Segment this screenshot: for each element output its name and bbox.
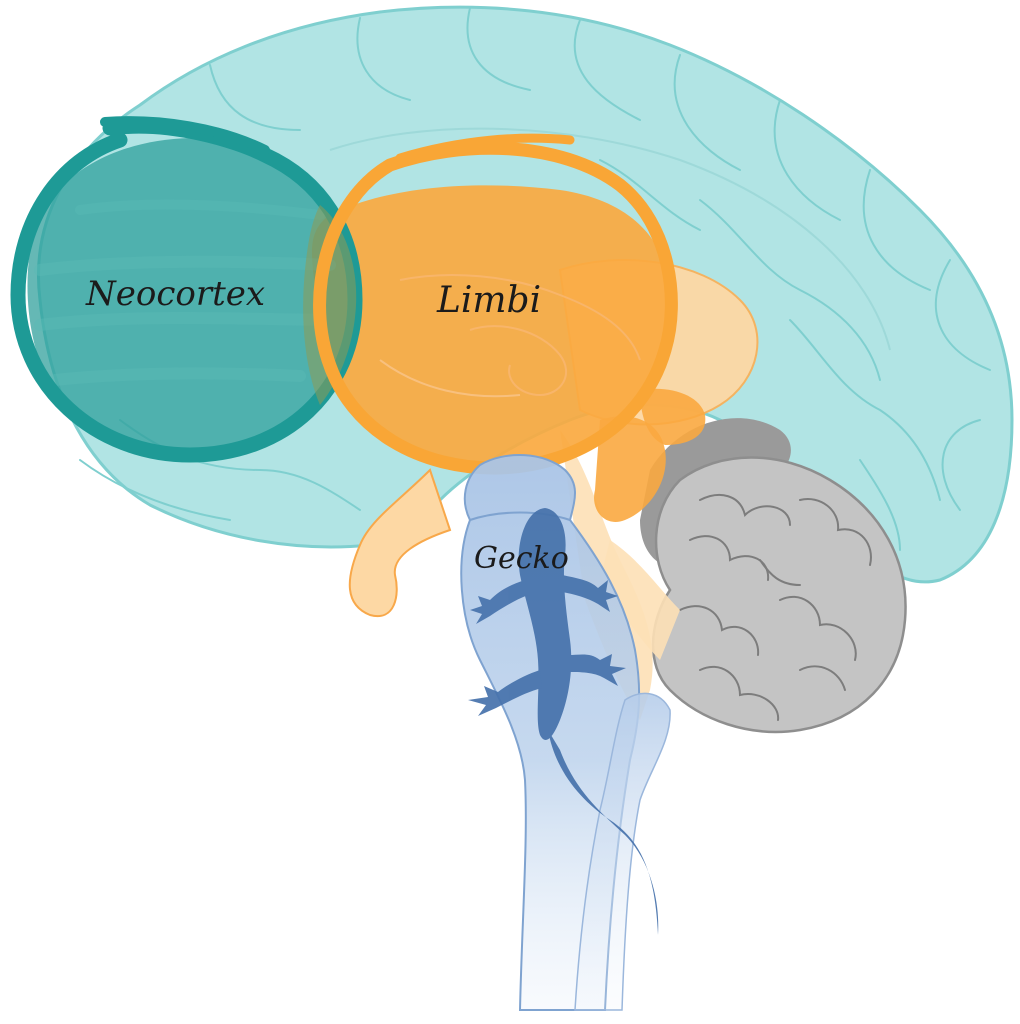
gyrus-line xyxy=(573,19,641,121)
gyrus-line xyxy=(789,319,941,501)
corpus-callosum-edge xyxy=(329,127,891,351)
neocortex-ridge xyxy=(75,199,325,220)
gyrus-line xyxy=(79,459,231,521)
brainstem-edge xyxy=(469,511,571,521)
gyrus-line xyxy=(673,54,741,171)
cerebellum-fold xyxy=(779,595,857,661)
gyrus-line xyxy=(941,419,981,511)
neocortex-ring-tail xyxy=(100,116,270,155)
neocortex-ridge xyxy=(34,311,326,331)
spinal-cord-shape xyxy=(574,692,671,1011)
limbic-detail xyxy=(379,359,521,398)
label-gecko: Gecko xyxy=(474,541,569,576)
neocortex-ridge xyxy=(34,255,336,276)
cerebellum-fold xyxy=(699,665,780,721)
gyrus-line xyxy=(356,17,411,101)
label-neocortex: Neocortex xyxy=(85,274,265,314)
gyrus-line xyxy=(859,459,901,551)
limbic-detail xyxy=(469,325,567,397)
cerebellum-fold xyxy=(759,559,801,586)
cerebellum-fold xyxy=(799,665,846,691)
gyrus-line xyxy=(862,169,931,291)
limbic-lower-lobe xyxy=(594,416,666,522)
limbic-detail xyxy=(399,274,641,361)
neocortex-fill xyxy=(27,137,357,460)
gecko-icon xyxy=(468,508,659,935)
brainstem xyxy=(460,454,671,1011)
gyrus-line xyxy=(934,259,991,371)
label-limbi: Limbi xyxy=(436,280,541,321)
cerebellum-fold xyxy=(799,498,872,566)
limbic-ring-group xyxy=(313,133,678,475)
gyrus-line xyxy=(599,159,701,231)
gyrus-line xyxy=(466,7,531,91)
midbrain-light xyxy=(600,540,680,660)
limbic-system xyxy=(311,185,706,522)
limbic-lower-lobe xyxy=(640,388,706,445)
gyrus-line xyxy=(699,199,881,381)
hypothalamus-light xyxy=(348,468,452,618)
overlap-region xyxy=(303,205,357,405)
neocortex-region xyxy=(10,116,363,463)
cerebellum-fold xyxy=(679,605,760,656)
cerebellum xyxy=(640,418,907,734)
gyrus-line xyxy=(773,99,841,221)
neocortex-ridge xyxy=(49,367,306,386)
limbic-ring-tail xyxy=(395,133,575,163)
gyrus-line xyxy=(209,64,301,131)
cerebellum-fold xyxy=(699,494,791,526)
cerebellum-shape xyxy=(651,456,907,734)
limbic-ring xyxy=(313,141,678,475)
limbic-inner-shape xyxy=(311,185,670,463)
